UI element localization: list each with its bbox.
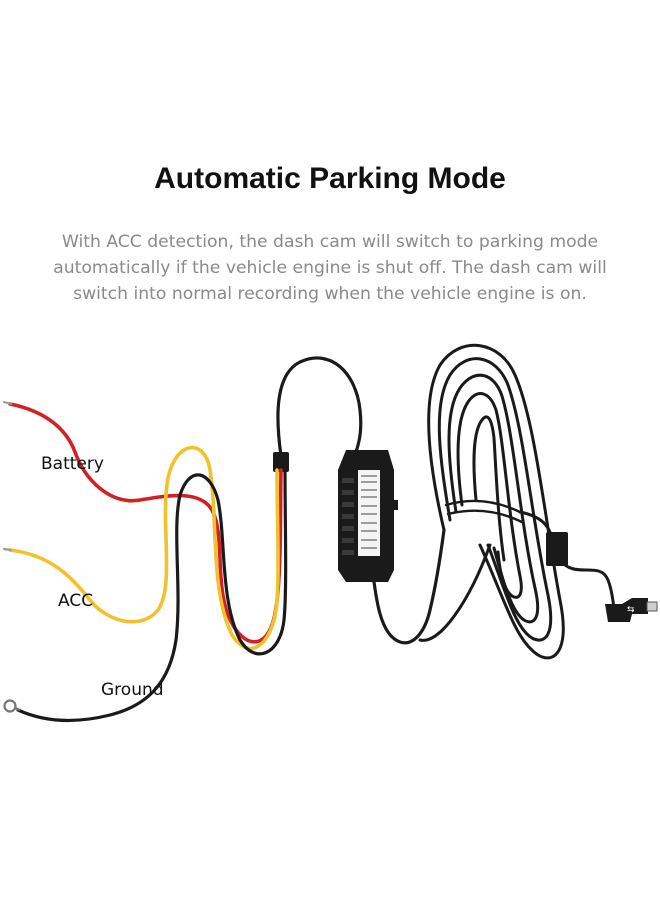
cable-coil-to-plug bbox=[518, 510, 624, 614]
ground-label: Ground bbox=[101, 680, 164, 700]
acc-label: ACC bbox=[58, 591, 93, 611]
cable-module-to-coil bbox=[370, 528, 446, 645]
description-line: With ACC detection, the dash cam will sw… bbox=[61, 232, 599, 252]
description: With ACC detection, the dash cam will sw… bbox=[30, 229, 630, 307]
page-title: Automatic Parking Mode bbox=[154, 162, 506, 195]
converter-module bbox=[338, 450, 398, 582]
acc-wire bbox=[8, 445, 280, 651]
usb-plug: ⇆ bbox=[605, 598, 658, 622]
ring-terminal-icon bbox=[3, 699, 21, 713]
description-line: automatically if the vehicle engine is s… bbox=[53, 258, 607, 278]
cable-coil bbox=[418, 343, 624, 660]
ferrite-clip bbox=[546, 532, 568, 566]
cable-to-module bbox=[276, 356, 363, 458]
wire-ends bbox=[2, 400, 13, 552]
description-line: switch into normal recording when the ve… bbox=[73, 284, 587, 304]
wire-junction bbox=[273, 452, 289, 472]
usb-symbol-icon: ⇆ bbox=[627, 605, 635, 615]
ground-wire bbox=[16, 468, 288, 723]
main-cable bbox=[276, 356, 446, 645]
battery-wire bbox=[8, 402, 283, 644]
battery-label: Battery bbox=[41, 454, 104, 474]
